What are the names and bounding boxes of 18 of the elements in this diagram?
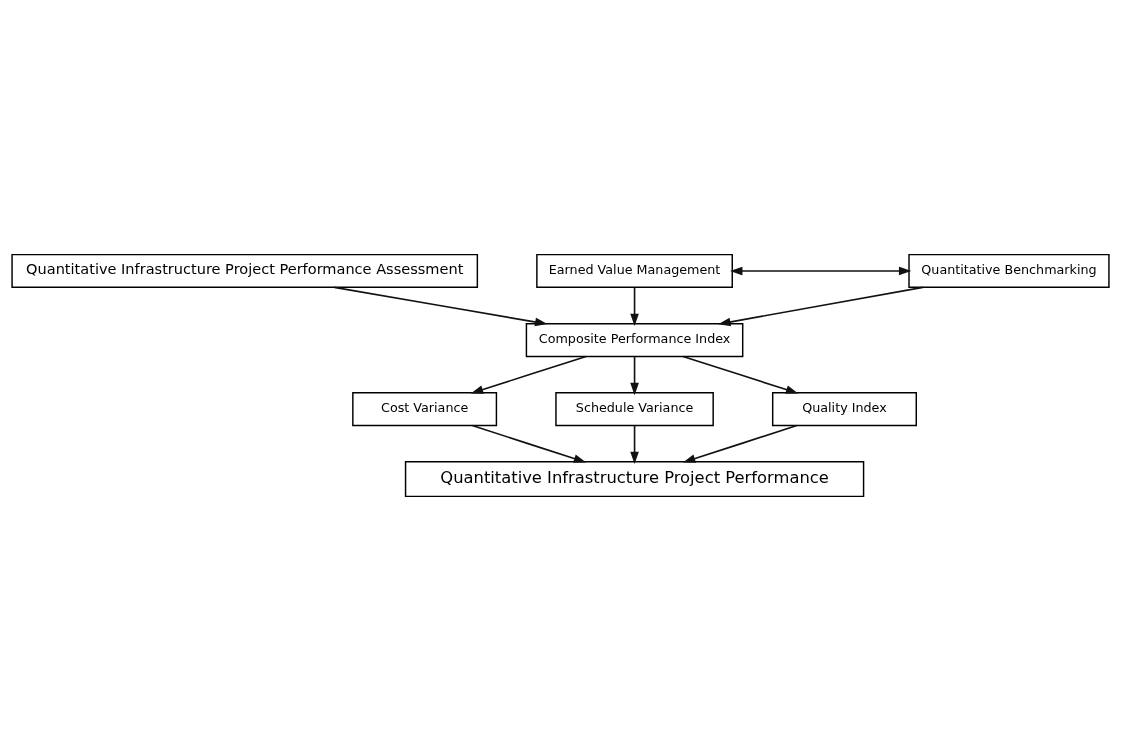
node-box: Quantitative Infrastructure Project Performance Assessment bbox=[11, 253, 479, 289]
node-box: Quantitative Infrastructure Project Performance bbox=[404, 461, 865, 498]
arrow bbox=[630, 424, 639, 465]
node-box: Schedule Variance bbox=[555, 392, 714, 427]
node-box: Earned Value Management bbox=[536, 253, 733, 289]
arrow bbox=[682, 355, 799, 394]
arrow bbox=[630, 355, 639, 396]
node-box: Cost Variance bbox=[352, 392, 498, 427]
arrow bbox=[682, 424, 798, 463]
arrow bbox=[718, 286, 924, 327]
arrow bbox=[471, 424, 587, 463]
node-box: Quantitative Benchmarking bbox=[908, 253, 1110, 289]
arrow bbox=[333, 286, 548, 327]
arrow bbox=[470, 355, 587, 394]
arrow bbox=[630, 286, 639, 327]
node-box: Composite Performance Index bbox=[525, 322, 744, 358]
arrow bbox=[730, 266, 912, 276]
node-box: Quality Index bbox=[771, 392, 917, 427]
